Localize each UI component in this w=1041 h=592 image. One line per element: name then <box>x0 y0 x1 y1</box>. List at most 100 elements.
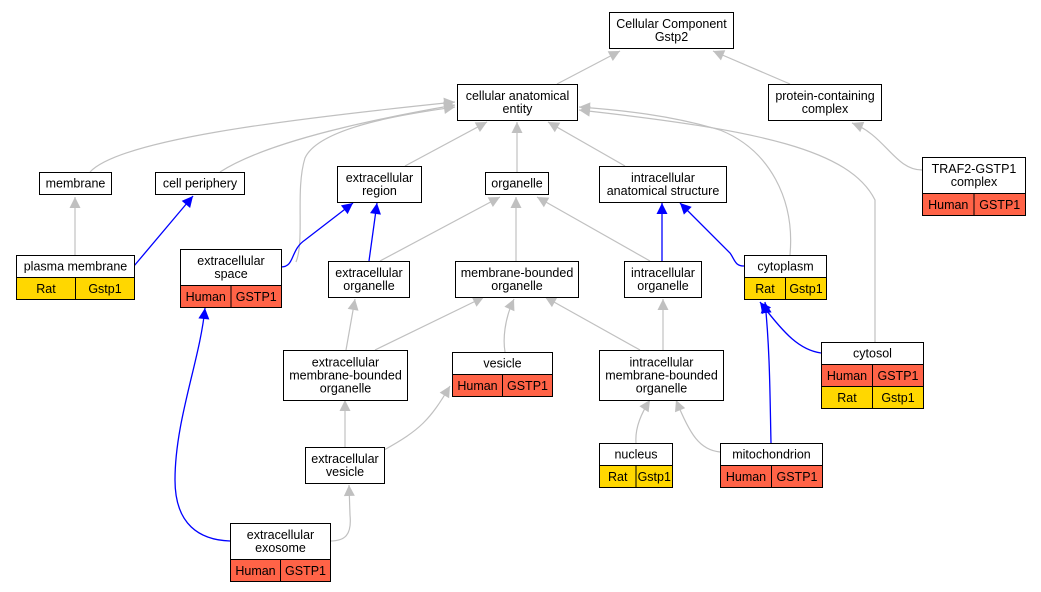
edge-membrane-cae <box>89 101 456 173</box>
gene-cell <box>635 465 673 488</box>
node-label: plasma membrane <box>24 260 128 274</box>
node-cellperiph[interactable]: cell periphery <box>155 172 245 195</box>
node-label: organelle <box>636 382 687 396</box>
node-organelle[interactable]: organelle <box>485 172 549 195</box>
node-box <box>155 172 245 195</box>
node-label: Cellular Component <box>616 17 727 31</box>
node-box <box>230 523 331 560</box>
gene-cell <box>75 277 135 300</box>
node-label: membrane <box>46 177 106 191</box>
node-box <box>39 172 112 195</box>
edge-cytoplasm-intracell-arrowhead <box>680 203 692 215</box>
node-label: nucleus <box>614 448 657 462</box>
gene-label: Gstp1 <box>789 282 822 296</box>
gene-cell <box>872 386 924 409</box>
edge-extorg-extreg-arrowhead <box>370 203 381 215</box>
edge-exosome-extves-arrowhead <box>343 485 355 497</box>
node-label: extracellular <box>346 171 413 185</box>
edge-plasmamem-cellperiph <box>133 195 194 267</box>
node-label: cytosol <box>853 347 892 361</box>
organism-label: Human <box>186 290 226 304</box>
node-box <box>457 84 578 121</box>
edge-extves-embo-arrowhead <box>339 400 351 411</box>
node-label: organelle <box>343 279 394 293</box>
gene-cell <box>973 193 1026 216</box>
edge-imbo-mbo-arrowhead <box>545 297 558 308</box>
organism-label: Rat <box>36 282 56 296</box>
node-label: membrane-bounded <box>605 369 718 383</box>
node-box <box>337 166 422 203</box>
node-box <box>922 157 1026 194</box>
node-label: organelle <box>491 177 542 191</box>
edge-cytoplasm-intracell <box>679 202 745 267</box>
organism-label: Human <box>726 470 766 484</box>
edge-mito-cytoplasm <box>764 301 772 444</box>
edge-vesicle-mbo-arrowhead <box>504 299 515 312</box>
gene-cell <box>785 277 827 300</box>
node-label: extracellular <box>312 356 379 370</box>
edge-mbo-organelle-arrowhead <box>510 197 522 208</box>
gene-cell <box>230 285 282 308</box>
gene-label: GSTP1 <box>878 369 919 383</box>
node-box <box>599 350 724 401</box>
node-label: membrane-bounded <box>289 369 402 383</box>
edge-plasmamem-cellperiph-arrowhead <box>181 196 193 208</box>
edge-cytosol-cae-arrowhead <box>579 105 591 117</box>
node-label: protein-containing <box>775 89 874 103</box>
edge-cae-root <box>556 50 621 85</box>
edge-plasmamem-membrane-arrowhead <box>69 197 81 208</box>
gene-label: GSTP1 <box>777 470 818 484</box>
node-label: extracellular <box>247 528 314 542</box>
organism-label: Human <box>235 564 275 578</box>
node-label: complex <box>802 102 849 116</box>
edge-extreg-cae-arrowhead <box>474 122 487 133</box>
edge-intracell-cae <box>547 121 626 167</box>
node-label: intracellular <box>630 356 694 370</box>
edge-extreg-cae <box>404 121 488 167</box>
edge-embo-mbo <box>374 296 485 351</box>
edge-extorg-organelle-arrowhead <box>487 197 500 208</box>
node-label: TRAF2-GSTP1 <box>932 162 1017 176</box>
node-label: vesicle <box>483 357 521 371</box>
node-label: extracellular <box>197 254 264 268</box>
node-membrane[interactable]: membrane <box>39 172 112 195</box>
edge-cytosol-cae <box>578 109 876 342</box>
edge-mito-cytoplasm-arrowhead <box>760 302 772 314</box>
gene-label: GSTP1 <box>507 379 548 393</box>
edge-cellperiph-cae <box>219 104 456 173</box>
edge-mito-imbo-arrowhead <box>675 400 686 413</box>
edge-embo-extorg-arrowhead <box>347 299 359 311</box>
edge-intorg-organelle <box>536 196 651 262</box>
node-label: entity <box>503 102 534 116</box>
edge-intorg-organelle-arrowhead <box>537 197 550 208</box>
node-label: vesicle <box>326 465 364 479</box>
edge-pcc-root-arrowhead <box>713 50 726 61</box>
edge-imbo-mbo <box>544 296 641 351</box>
node-label: organelle <box>320 382 371 396</box>
edge-exosome-extspace-arrowhead <box>198 308 210 320</box>
edge-nucleus-imbo-arrowhead <box>639 400 650 413</box>
node-label: region <box>362 184 397 198</box>
edge-pcc-root <box>712 50 791 85</box>
